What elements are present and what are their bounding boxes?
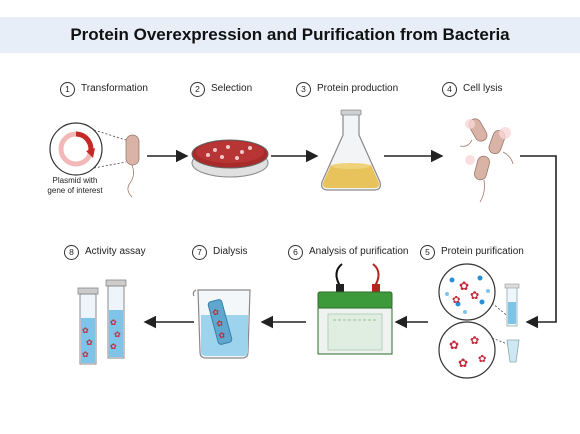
step-1-number: 1: [60, 82, 75, 97]
svg-text:✿: ✿: [458, 356, 468, 370]
svg-text:✿: ✿: [470, 289, 479, 302]
flask-illustration: [321, 109, 381, 191]
step-2-number: 2: [190, 82, 205, 97]
svg-text:✿: ✿: [459, 279, 469, 293]
svg-text:✿: ✿: [211, 307, 220, 318]
step-6-label: Analysis of purification: [309, 246, 409, 257]
plasmid-caption: Plasmid with gene of interest: [40, 176, 110, 196]
svg-text:✿: ✿: [82, 350, 89, 359]
step-8-label: Activity assay: [85, 246, 146, 257]
plasmid-caption-line2: gene of interest: [47, 186, 103, 195]
purification-illustration: ✿ ✿ ✿ ✿ ✿ ✿ ✿: [438, 263, 520, 379]
step-3-number: 3: [296, 82, 311, 97]
gel-electrophoresis-illustration: [317, 263, 393, 355]
svg-text:✿: ✿: [110, 342, 117, 351]
svg-text:✿: ✿: [114, 330, 121, 339]
svg-text:✿: ✿: [470, 334, 479, 347]
dialysis-beaker-illustration: ✿ ✿ ✿: [192, 289, 251, 359]
title-banner: Protein Overexpression and Purification …: [0, 17, 580, 53]
step-2-label: Selection: [211, 83, 253, 94]
svg-text:✿: ✿: [215, 318, 224, 329]
svg-text:✿: ✿: [82, 326, 89, 335]
cell-lysis-illustration: [459, 118, 514, 203]
cuvettes-illustration: ✿ ✿ ✿ ✿ ✿ ✿: [77, 279, 127, 365]
plasmid-caption-line1: Plasmid with: [52, 176, 98, 185]
step-8-number: 8: [64, 245, 79, 260]
step-5-label: Protein purification: [441, 246, 524, 257]
svg-text:✿: ✿: [452, 295, 460, 306]
svg-text:✿: ✿: [110, 318, 117, 327]
step-5-number: 5: [420, 245, 435, 260]
diagram-title: Protein Overexpression and Purification …: [70, 25, 510, 44]
step-3-label: Protein production: [317, 83, 399, 94]
svg-text:✿: ✿: [449, 338, 459, 352]
step-7-label: Dialysis: [213, 246, 248, 257]
step-4-number: 4: [442, 82, 457, 97]
svg-text:✿: ✿: [217, 330, 226, 341]
step-4-label: Cell lysis: [463, 83, 503, 94]
svg-text:✿: ✿: [478, 354, 486, 365]
arrow-4-to-5: [520, 155, 557, 329]
step-6-number: 6: [288, 245, 303, 260]
step-1-label: Transformation: [81, 83, 148, 94]
svg-text:✿: ✿: [86, 338, 93, 347]
transformation-illustration: [49, 122, 140, 198]
step-7-number: 7: [192, 245, 207, 260]
bacterium-icon: [125, 134, 140, 166]
petri-dish-illustration: [191, 139, 269, 178]
